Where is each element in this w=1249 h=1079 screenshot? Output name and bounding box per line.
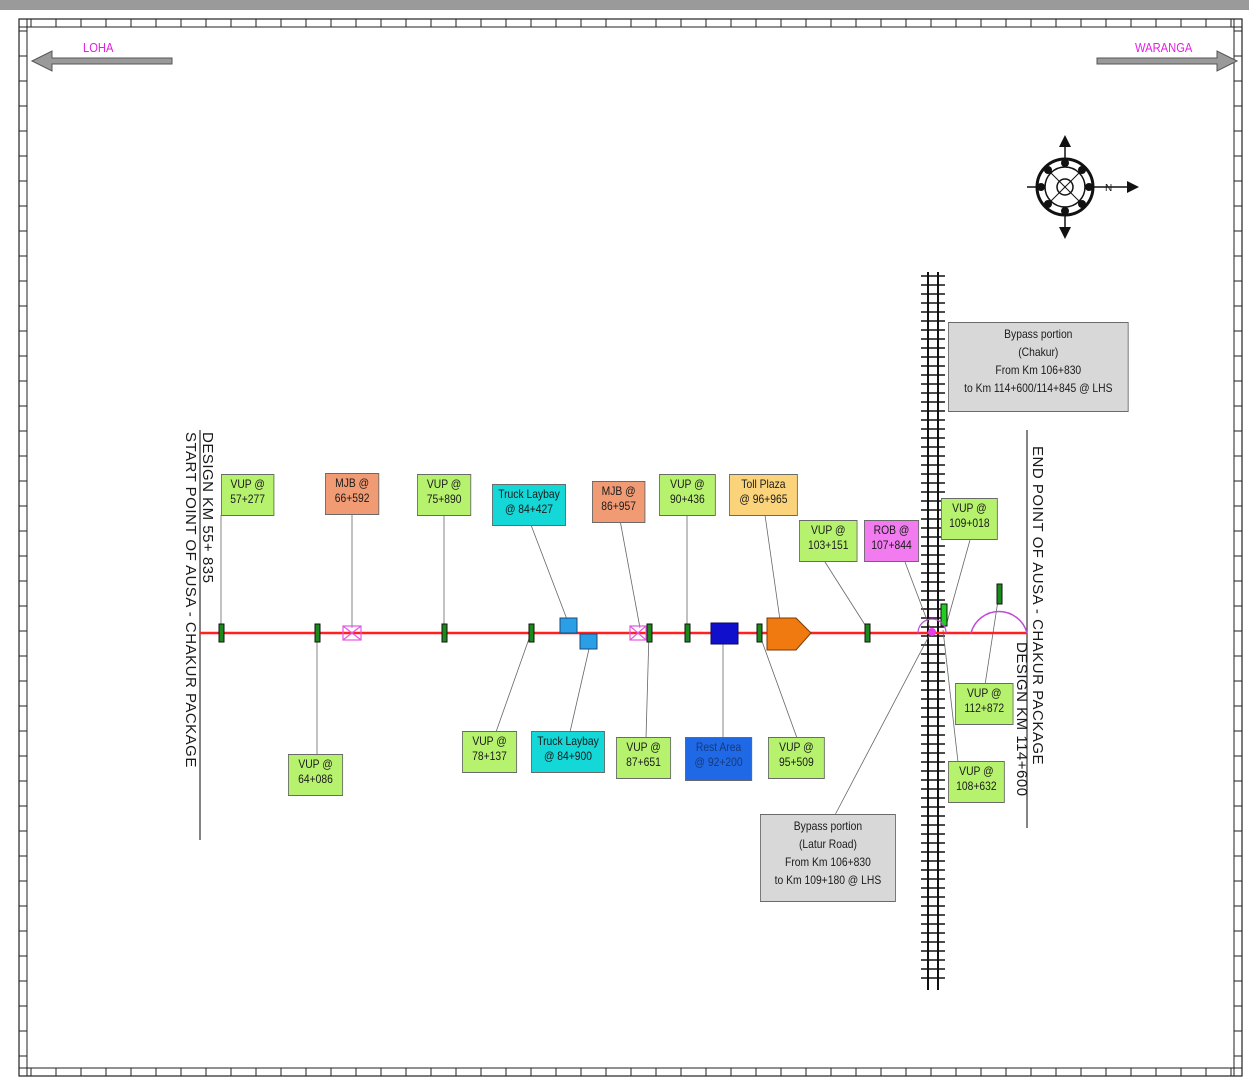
north-compass-icon: N bbox=[1027, 135, 1139, 239]
end-point-title: END POINT OF AUSA - CHAKUR PACKAGE bbox=[1029, 446, 1046, 766]
truck-laybay-1 bbox=[559, 617, 578, 634]
label-rest-area-92-200: Rest Area@ 92+200 bbox=[685, 737, 753, 781]
label-bypass-latur-road: Bypass portion(Latur Road)From Km 106+83… bbox=[760, 814, 896, 902]
border-ticks bbox=[19, 19, 1242, 1076]
arrow-to-loha bbox=[30, 50, 173, 72]
label-vup-75-890: VUP @75+890 bbox=[417, 474, 472, 516]
leader-lines bbox=[220, 514, 1000, 816]
truck-laybay-2 bbox=[579, 633, 598, 650]
label-vup-112-872: VUP @112+872 bbox=[955, 683, 1014, 725]
start-point-design-km: DESIGN KM 55+ 835 bbox=[199, 432, 216, 584]
label-vup-57-277: VUP @57+277 bbox=[221, 474, 275, 516]
rob-node bbox=[928, 628, 936, 636]
mjb-symbols bbox=[342, 625, 647, 641]
label-vup-95-509: VUP @95+509 bbox=[768, 737, 825, 779]
bypass-arc bbox=[970, 610, 1028, 634]
toll-plaza-symbol bbox=[766, 617, 812, 651]
start-point-title: START POINT OF AUSA - CHAKUR PACKAGE bbox=[182, 432, 199, 768]
label-vup-64-086: VUP @64+086 bbox=[288, 754, 344, 796]
rest-area-symbol bbox=[710, 622, 739, 645]
label-mjb-66-592: MJB @66+592 bbox=[325, 473, 380, 515]
label-vup-90-436: VUP @90+436 bbox=[659, 474, 716, 516]
direction-waranga: WARANGA bbox=[1135, 40, 1193, 55]
label-vup-103-151: VUP @103+151 bbox=[799, 520, 858, 562]
direction-loha: LOHA bbox=[83, 40, 114, 55]
label-vup-87-651: VUP @87+651 bbox=[616, 737, 672, 779]
label-vup-78-137: VUP @78+137 bbox=[462, 731, 518, 773]
end-point-design-km: DESIGN KM 114+600 bbox=[1013, 642, 1030, 797]
label-mjb-86-957: MJB @86+957 bbox=[592, 481, 646, 523]
rob-arc bbox=[917, 618, 947, 634]
label-vup-109-018: VUP @109+018 bbox=[941, 498, 998, 540]
top-bar bbox=[0, 0, 1249, 10]
label-truck-laybay-84-900: Truck Laybay@ 84+900 bbox=[531, 731, 605, 773]
label-truck-laybay-84-427: Truck Laybay@ 84+427 bbox=[492, 484, 566, 526]
label-vup-108-632: VUP @108+632 bbox=[948, 761, 1005, 803]
compass-north-letter: N bbox=[1105, 183, 1112, 194]
arrow-to-waranga bbox=[1096, 50, 1239, 72]
railway-track bbox=[921, 272, 945, 990]
label-rob-107-844: ROB @107+844 bbox=[864, 520, 920, 562]
label-toll-plaza-96-965: Toll Plaza@ 96+965 bbox=[729, 474, 798, 516]
vup-markers bbox=[218, 583, 1003, 643]
